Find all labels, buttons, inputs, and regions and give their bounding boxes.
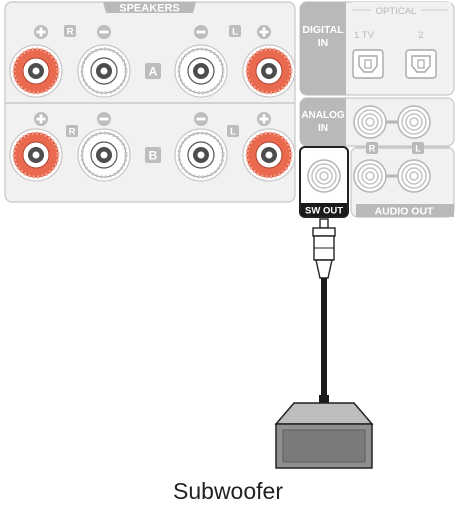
analog-in-left-jack[interactable] bbox=[397, 105, 431, 139]
audio-out-panel: R L AUDIO OUT bbox=[350, 142, 455, 218]
speaker-terminal-b-left-positive[interactable] bbox=[241, 127, 297, 183]
optical-port-2[interactable] bbox=[405, 49, 437, 79]
row-b-letter: B bbox=[149, 149, 158, 163]
positive-badge-icon bbox=[257, 25, 271, 39]
speaker-terminal-a-left-positive[interactable] bbox=[241, 43, 297, 99]
speaker-terminal-a-right-positive[interactable] bbox=[8, 43, 64, 99]
optical-port-1[interactable] bbox=[352, 49, 384, 79]
speaker-terminal-a-right-negative[interactable] bbox=[76, 43, 132, 99]
analog-in-right-jack[interactable] bbox=[353, 105, 387, 139]
audio-out-right-label: R bbox=[369, 144, 376, 154]
audio-out-right-jack[interactable] bbox=[353, 159, 387, 193]
rca-plug-tip-icon bbox=[319, 218, 329, 229]
audio-out-left-label: L bbox=[415, 144, 421, 154]
optical-port2-label: 2 bbox=[418, 30, 423, 41]
analog-in-panel: ANALOG IN bbox=[299, 97, 455, 147]
subwoofer-caption: Subwoofer bbox=[173, 478, 283, 504]
digital-in-label-line1: DIGITAL bbox=[302, 24, 344, 36]
row-a-letter: A bbox=[149, 65, 158, 79]
negative-badge-icon bbox=[194, 112, 208, 126]
audio-out-left-jack[interactable] bbox=[397, 159, 431, 193]
speaker-terminal-b-right-negative[interactable] bbox=[76, 127, 132, 183]
subwoofer-out-panel: SW OUT bbox=[299, 146, 349, 218]
speakers-title: SPEAKERS bbox=[119, 3, 180, 15]
row-b-right-channel-label: R bbox=[69, 127, 76, 138]
subwoofer-icon bbox=[274, 402, 374, 469]
digital-in-panel: DIGITAL IN OPTICAL 1 TV 2 bbox=[299, 1, 455, 96]
speaker-terminal-a-left-negative[interactable] bbox=[173, 43, 229, 99]
positive-badge-icon bbox=[257, 112, 271, 126]
speaker-terminal-b-right-positive[interactable] bbox=[8, 127, 64, 183]
speakers-panel: SPEAKERS R L A R L B bbox=[4, 1, 297, 203]
digital-in-label-line2: IN bbox=[318, 37, 329, 49]
optical-port1-label: 1 TV bbox=[354, 30, 375, 41]
subwoofer-out-jack[interactable] bbox=[307, 159, 341, 193]
negative-badge-icon bbox=[97, 112, 111, 126]
row-b-left-channel-label: L bbox=[230, 127, 236, 138]
audio-out-label: AUDIO OUT bbox=[375, 206, 435, 218]
negative-badge-icon bbox=[194, 25, 208, 39]
optical-title: OPTICAL bbox=[376, 6, 417, 17]
speaker-terminal-b-left-negative[interactable] bbox=[173, 127, 229, 183]
positive-badge-icon bbox=[34, 112, 48, 126]
subwoofer-out-label: SW OUT bbox=[305, 206, 343, 217]
analog-in-label-line1: ANALOG bbox=[301, 110, 345, 121]
speakers-title-tab bbox=[103, 2, 196, 13]
row-a-left-channel-label: L bbox=[232, 27, 238, 38]
row-a-right-channel-label: R bbox=[67, 27, 74, 38]
positive-badge-icon bbox=[34, 25, 48, 39]
negative-badge-icon bbox=[97, 25, 111, 39]
analog-in-label-line2: IN bbox=[318, 123, 328, 134]
rca-cable bbox=[312, 218, 336, 403]
